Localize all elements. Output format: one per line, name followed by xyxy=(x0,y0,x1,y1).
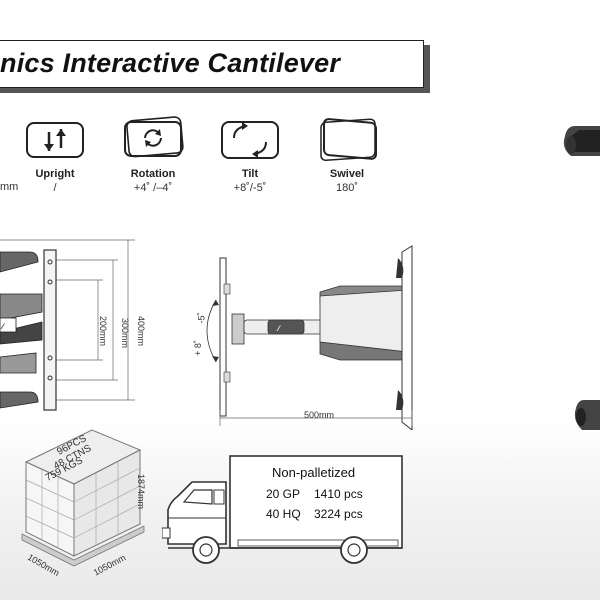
tilt-minus-label: -5˚ xyxy=(196,312,207,324)
svg-text:∕: ∕ xyxy=(0,322,5,331)
svg-text:∕: ∕ xyxy=(276,324,281,333)
truck-drawing xyxy=(162,455,403,564)
dim-200: 200mm xyxy=(98,316,108,347)
dim-300: 300mm xyxy=(120,318,130,349)
rotation-label: Rotation xyxy=(130,168,176,180)
upright-label: Upright xyxy=(35,168,75,180)
title-banner xyxy=(0,40,424,88)
page-title: nics Interactive Cantilever xyxy=(0,48,341,78)
swivel-label: Swivel xyxy=(329,168,365,180)
product-thumbnail-bottom xyxy=(574,400,600,430)
pallet-drawing xyxy=(21,429,145,567)
tilt-plus-label: + 8˚ xyxy=(192,340,203,356)
tilt-value: +8˚/-5˚ xyxy=(233,182,267,194)
tilt-label: Tilt xyxy=(241,168,259,180)
tilt-icon xyxy=(221,121,279,159)
shipping-heading: Non-palletized xyxy=(272,465,356,480)
swivel-icon xyxy=(320,118,377,162)
rotation-icon xyxy=(124,116,184,158)
dim-400: 400mm xyxy=(136,316,146,347)
upright-value: / xyxy=(53,182,57,194)
side-view-drawing: ∕ xyxy=(206,245,413,430)
product-thumbnail-top xyxy=(563,126,600,156)
upright-icon xyxy=(26,122,84,158)
depth-label: 500mm xyxy=(304,410,335,420)
front-view-drawing: ∕ xyxy=(0,239,135,411)
pallet-height: 1874mm xyxy=(136,474,146,510)
cutoff-value: mm xyxy=(0,181,19,193)
shipping-20gp-value: 1410 pcs xyxy=(314,487,363,501)
shipping-40hq-value: 3224 pcs xyxy=(314,507,363,521)
rotation-value: +4˚ /–4˚ xyxy=(133,182,173,194)
shipping-20gp-label: 20 GP xyxy=(266,487,301,501)
shipping-40hq-label: 40 HQ xyxy=(266,507,301,521)
swivel-value: 180˚ xyxy=(335,182,359,194)
